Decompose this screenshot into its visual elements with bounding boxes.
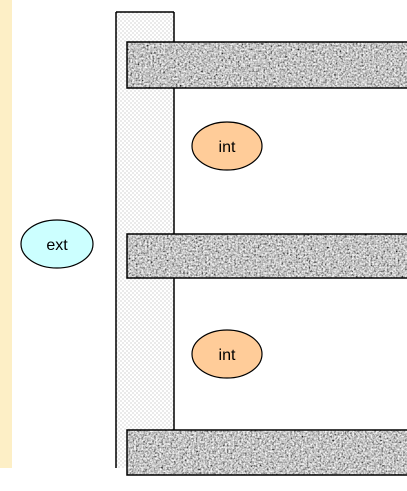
exterior-label-text: ext xyxy=(46,237,68,254)
floor-slab-1 xyxy=(126,41,407,89)
interior-label-2: int xyxy=(191,329,263,379)
interior-label-1-text: int xyxy=(219,139,236,156)
interior-label-1: int xyxy=(191,121,263,171)
floor-slab-3 xyxy=(126,429,407,476)
left-margin-strip xyxy=(0,0,12,468)
exterior-bubble xyxy=(20,219,94,269)
exterior-label: ext xyxy=(20,219,94,269)
interior-bubble-2 xyxy=(191,329,263,379)
floor-slab-2 xyxy=(126,233,407,279)
interior-bubble-1 xyxy=(191,121,263,171)
interior-label-2-text: int xyxy=(219,347,236,364)
